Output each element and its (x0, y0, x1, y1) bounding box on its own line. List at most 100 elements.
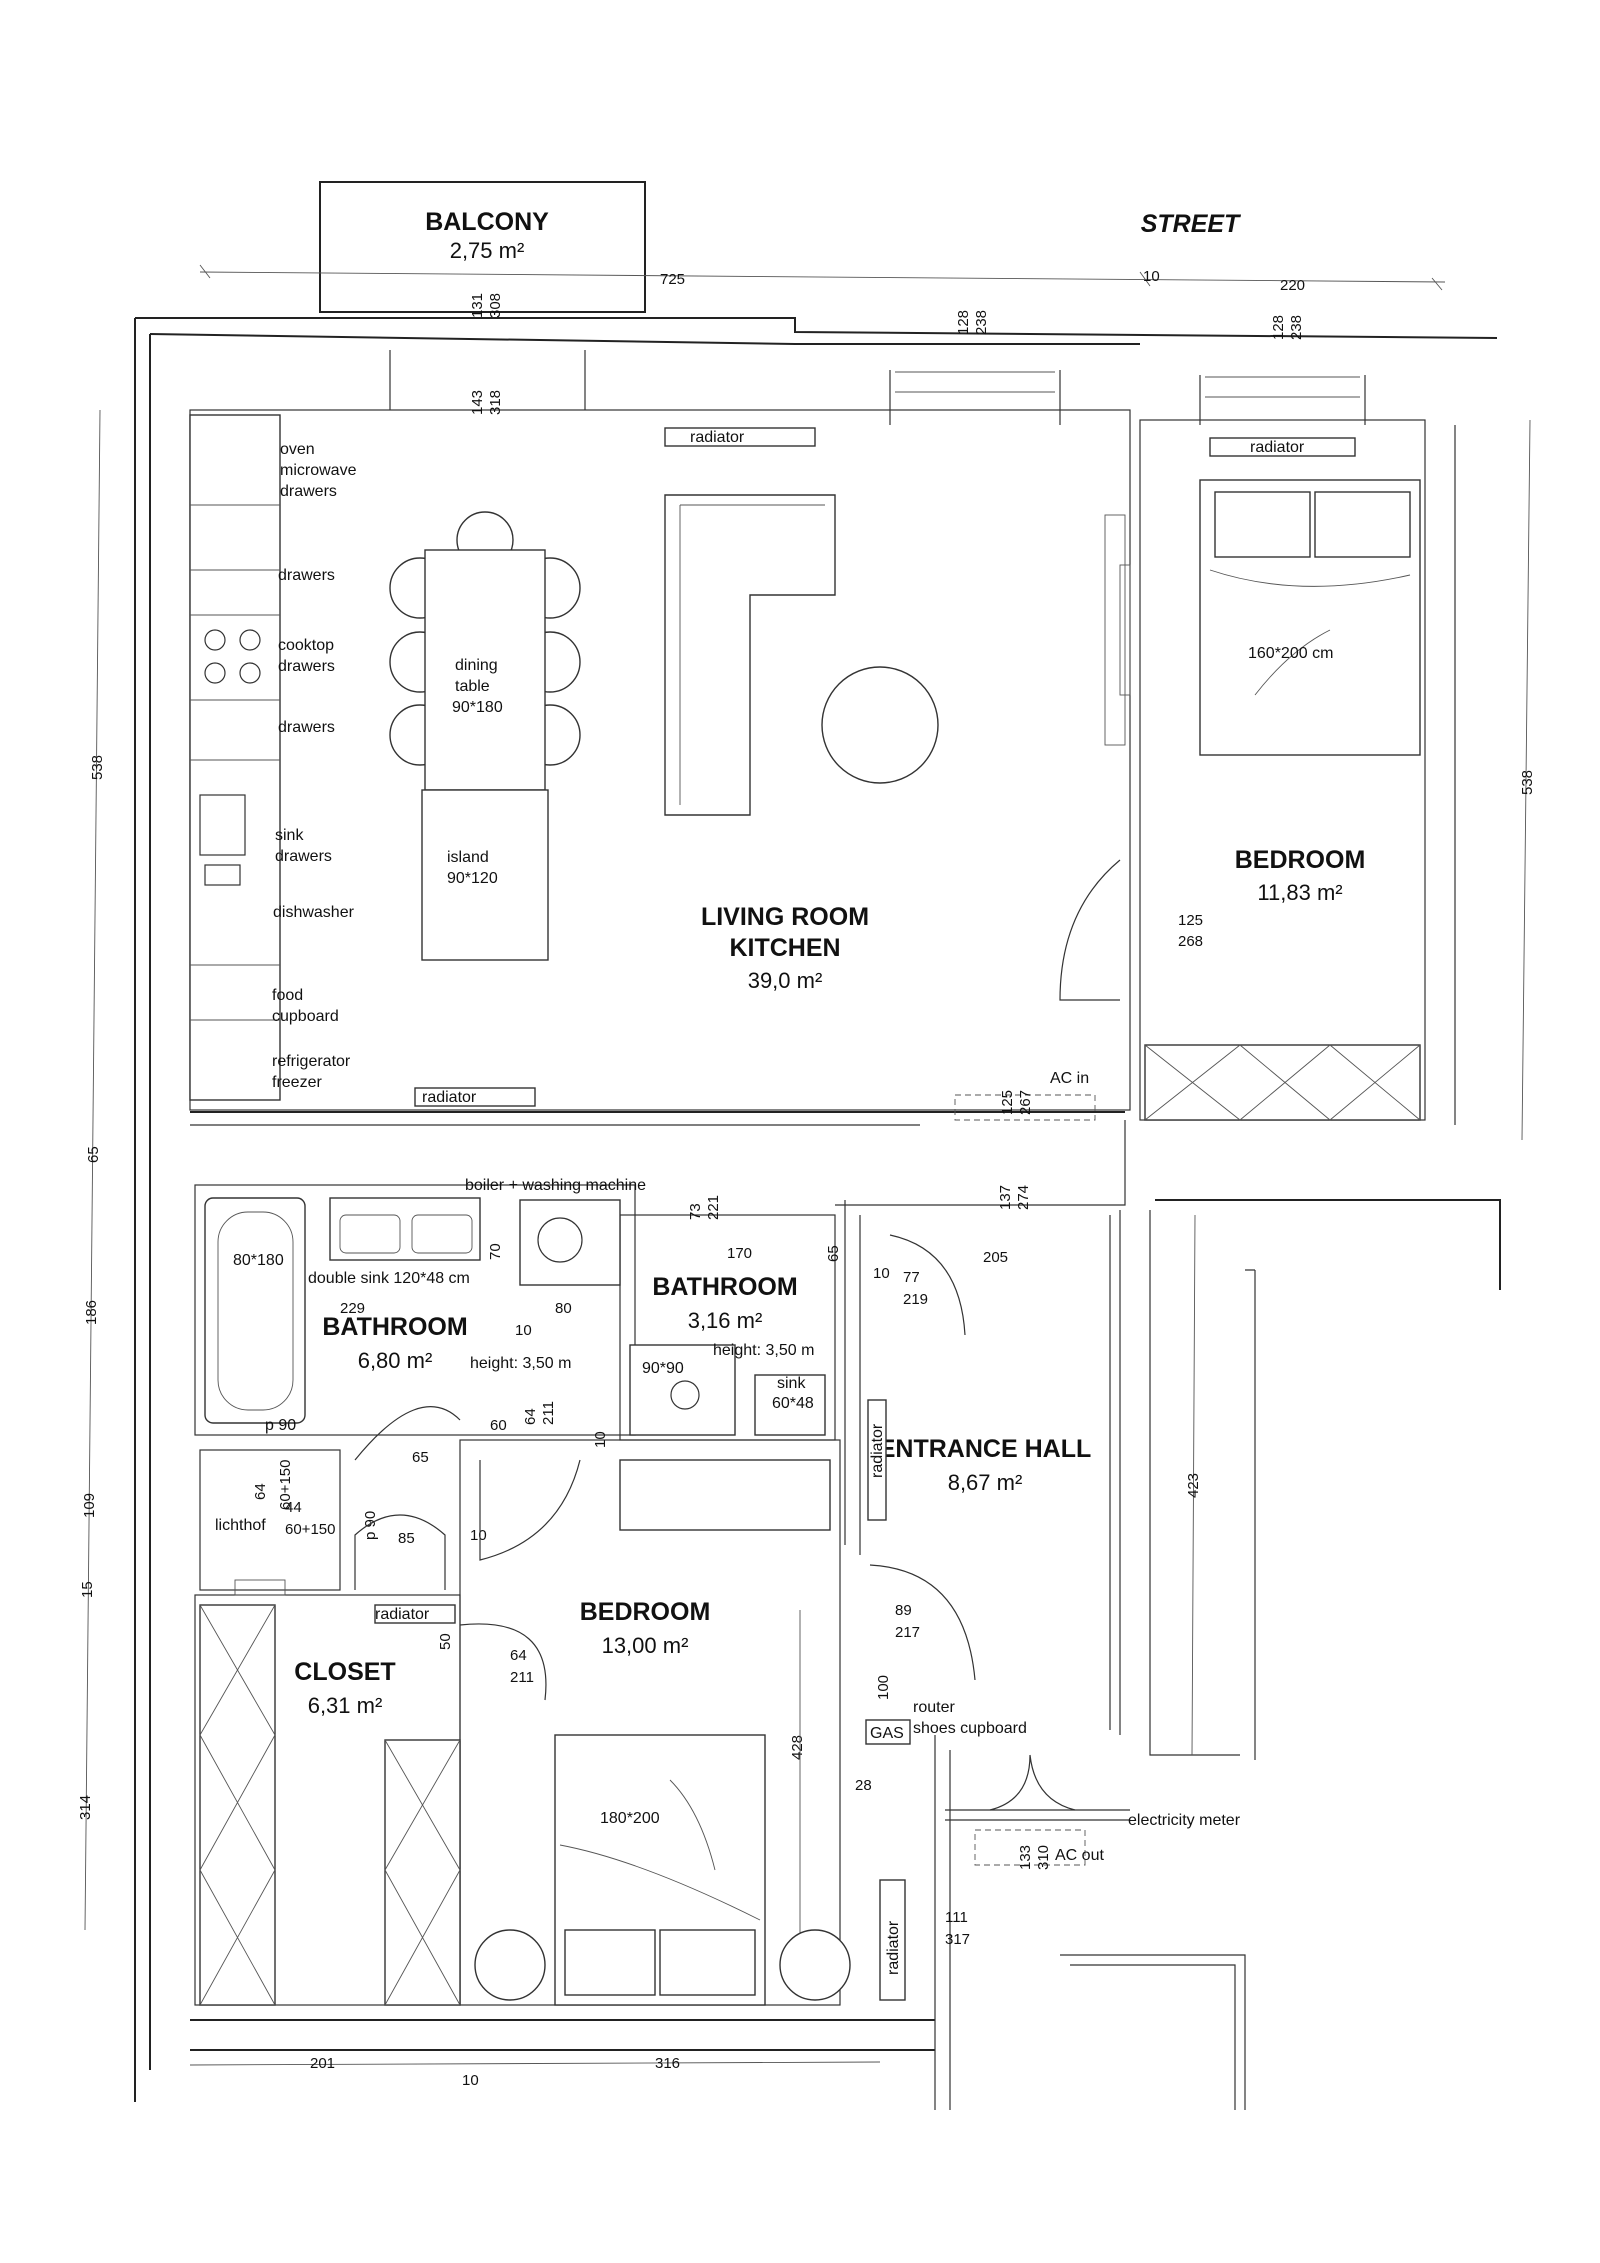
closet-furniture (199, 1604, 461, 2006)
dim-131: 131 (469, 293, 486, 318)
bottom-dimension-chain: 201 10 316 (189, 2055, 881, 2089)
dim-128a: 128 (955, 310, 972, 335)
dim-317: 317 (945, 1931, 970, 1948)
label-drawers-3: drawers (278, 658, 335, 675)
radiator-living (664, 427, 816, 447)
door-entrance-bath[interactable] (889, 1234, 966, 1336)
dim-316: 316 (655, 2055, 680, 2072)
living-area: 39,0 m² (748, 968, 823, 993)
entrance-title: ENTRANCE HALL (879, 1435, 1092, 1463)
dim-64c: 64 (510, 1647, 527, 1664)
dim-538-right: 538 (1519, 770, 1536, 795)
dim-125: 125 (1178, 912, 1203, 929)
label-radiator-5: radiator (885, 1920, 902, 1975)
dim-p90a: p 90 (265, 1417, 296, 1434)
label-bed-bottom: 180*200 (600, 1810, 660, 1827)
label-gas: GAS (870, 1725, 904, 1742)
bathtub (204, 1197, 306, 1424)
dim-211b: 211 (510, 1669, 534, 1686)
label-sink: sink (275, 827, 304, 844)
dim-725: 725 (660, 271, 685, 288)
dim-133: 133 (1017, 1845, 1034, 1870)
label-dishwasher: dishwasher (273, 904, 355, 921)
dim-64b: 64 (522, 1408, 539, 1425)
door-bedroom-bottom[interactable] (479, 1459, 581, 1561)
top-dimension-chain: 725 10 220 131 308 143 318 128 238 128 2… (199, 264, 1446, 415)
dim-6015b: 60+150 (285, 1521, 335, 1538)
dim-186: 186 (83, 1300, 100, 1325)
side-dimensions: 538 538 65 186 109 15 314 423 428 (77, 409, 1536, 1960)
label-radiator-2: radiator (1250, 439, 1305, 456)
label-cooktop: cooktop (278, 637, 334, 654)
door-bedroom-bottom-hall[interactable] (869, 1564, 976, 1681)
dim-50: 50 (437, 1633, 454, 1650)
dim-143: 143 (469, 390, 486, 415)
wardrobe-closet-right (384, 1739, 461, 2006)
label-dining-size: 90*180 (452, 699, 503, 716)
label-bath-size: 80*180 (233, 1252, 284, 1269)
label-bed-right: 160*200 cm (1248, 645, 1333, 662)
label-double-sink: double sink 120*48 cm (308, 1270, 470, 1287)
dim-238b: 238 (1288, 315, 1305, 340)
dim-201: 201 (310, 2055, 335, 2072)
dim-310: 310 (1035, 1845, 1052, 1870)
dim-205: 205 (983, 1249, 1008, 1266)
bedroom-right-area: 11,83 m² (1257, 880, 1342, 905)
dining-table (424, 549, 546, 791)
sofa (664, 494, 836, 816)
dim-100: 100 (875, 1675, 892, 1700)
radiator-hall (867, 1399, 887, 1521)
label-sink-small-size: 60*48 (772, 1395, 814, 1412)
dim-10e: 10 (470, 1527, 487, 1544)
dim-10b: 10 (873, 1265, 890, 1282)
label-router: router (913, 1699, 955, 1716)
bathroom-mid-title: BATHROOM (652, 1273, 797, 1301)
balcony-area: 2,75 m² (450, 238, 525, 263)
label-lichthof: lichthof (215, 1517, 266, 1534)
label-ac-out: AC out (1055, 1847, 1104, 1864)
dim-70: 70 (487, 1243, 504, 1260)
label-drawers-2: drawers (278, 567, 335, 584)
kitchen-run: oven microwave drawers drawers cooktop d… (189, 414, 357, 1101)
entrance-door[interactable] (989, 1754, 1076, 1811)
closet-title: CLOSET (294, 1658, 395, 1686)
door-bathroom-left[interactable] (354, 1406, 461, 1461)
dim-109: 109 (81, 1493, 98, 1518)
label-sink-small: sink (777, 1375, 806, 1392)
label-island-size: 90*120 (447, 870, 498, 887)
bathroom-mid-height: height: 3,50 m (713, 1342, 814, 1359)
label-microwave: microwave (280, 462, 357, 479)
bathroom-mid-area: 3,16 m² (688, 1308, 763, 1333)
dim-10-bottom: 10 (462, 2072, 479, 2089)
label-electricity: electricity meter (1128, 1812, 1241, 1829)
dim-77: 77 (903, 1269, 920, 1286)
door-closet[interactable] (459, 1623, 547, 1701)
dim-274: 274 (1015, 1185, 1032, 1210)
dim-170: 170 (727, 1245, 752, 1262)
label-island: island (447, 849, 489, 866)
dim-428: 428 (789, 1735, 806, 1760)
bedroom-bottom-area: 13,00 m² (602, 1633, 689, 1658)
dim-220: 220 (1280, 277, 1305, 294)
dim-221: 221 (705, 1195, 722, 1220)
bathroom-left-height: height: 3,50 m (470, 1355, 571, 1372)
dim-219: 219 (903, 1291, 928, 1308)
dim-64a: 64 (252, 1483, 269, 1500)
closet-area: 6,31 m² (308, 1693, 383, 1718)
bathroom-mid-furniture (629, 1344, 826, 1436)
dim-314: 314 (77, 1795, 94, 1820)
label-freezer: freezer (272, 1074, 322, 1091)
dim-538-left: 538 (89, 755, 106, 780)
dim-423: 423 (1185, 1473, 1202, 1498)
dim-65c: 65 (412, 1449, 429, 1466)
wardrobe-right (1144, 1044, 1421, 1121)
street-label: STREET (1141, 210, 1242, 238)
wardrobe-closet-left (199, 1604, 276, 2006)
balcony-title: BALCONY (425, 208, 549, 236)
dim-89: 89 (895, 1602, 912, 1619)
dim-268: 268 (1178, 933, 1203, 950)
bedroom-bottom-furniture (474, 1459, 851, 2006)
door-bedroom-right[interactable] (1059, 859, 1121, 1001)
label-oven: oven (280, 441, 315, 458)
